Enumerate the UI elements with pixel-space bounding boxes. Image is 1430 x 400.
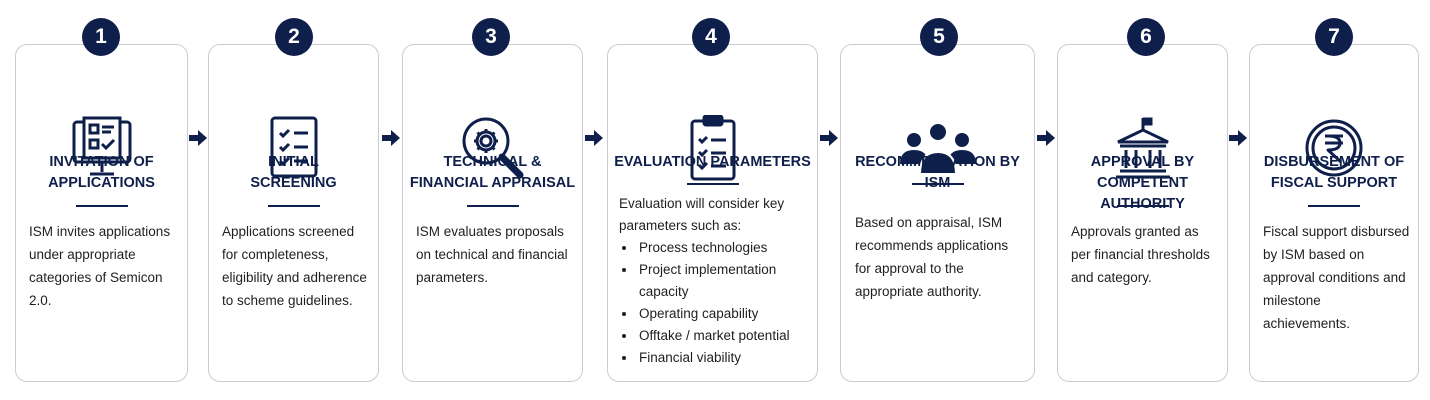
checklist-icon bbox=[209, 113, 378, 183]
divider bbox=[686, 183, 739, 185]
step-description: Applications screened for completeness, … bbox=[222, 224, 367, 308]
step-description: Evaluation will consider key parameters … bbox=[619, 193, 809, 369]
list-item: Process technologies bbox=[637, 237, 809, 259]
monitor-form-icon bbox=[16, 113, 187, 183]
divider bbox=[75, 205, 128, 207]
list-item: Offtake / market potential bbox=[637, 325, 809, 347]
step-description: Based on appraisal, ISM recommends appli… bbox=[855, 215, 1009, 299]
arrow-right-icon bbox=[585, 130, 603, 146]
divider bbox=[911, 183, 964, 185]
divider bbox=[1308, 205, 1360, 207]
arrow-right-icon bbox=[189, 130, 207, 146]
step-number-badge: 3 bbox=[472, 18, 510, 56]
list-item: Operating capability bbox=[637, 303, 809, 325]
clipboard-checklist-icon bbox=[608, 113, 817, 183]
arrow-right-icon bbox=[1229, 130, 1247, 146]
arrow-right-icon bbox=[820, 130, 838, 146]
step-description: Fiscal support disbursed by ISM based on… bbox=[1263, 224, 1410, 331]
arrow-right-icon bbox=[1037, 130, 1055, 146]
step-title: RECOMMENDATION BY ISM bbox=[855, 154, 1020, 191]
step-description: Approvals granted as per financial thres… bbox=[1071, 224, 1210, 285]
step-card-3: TECHNICAL &FINANCIAL APPRAISAL ISM evalu… bbox=[402, 44, 583, 382]
magnifier-gear-icon bbox=[403, 113, 582, 183]
government-building-icon bbox=[1058, 113, 1227, 183]
step-number-badge: 7 bbox=[1315, 18, 1353, 56]
step-description: ISM invites applications under appropria… bbox=[29, 224, 171, 308]
step-card-4: EVALUATION PARAMETERS Evaluation will co… bbox=[607, 44, 818, 382]
step-number-badge: 4 bbox=[692, 18, 730, 56]
parameter-list: Process technologies Project implementat… bbox=[619, 237, 809, 369]
rupee-coin-icon bbox=[1250, 113, 1418, 183]
divider bbox=[466, 205, 519, 207]
step-number-badge: 1 bbox=[82, 18, 120, 56]
people-group-icon bbox=[841, 113, 1034, 183]
step-title: EVALUATION PARAMETERS bbox=[614, 154, 811, 170]
divider bbox=[1116, 205, 1169, 207]
step-number-badge: 2 bbox=[275, 18, 313, 56]
description-intro: Evaluation will consider key parameters … bbox=[619, 196, 785, 233]
step-card-5: RECOMMENDATION BY ISM Based on appraisal… bbox=[840, 44, 1035, 382]
list-item: Financial viability bbox=[637, 347, 809, 369]
list-item: Project implementation capacity bbox=[637, 259, 809, 303]
divider bbox=[267, 205, 320, 207]
step-number-badge: 5 bbox=[920, 18, 958, 56]
step-number-badge: 6 bbox=[1127, 18, 1165, 56]
step-title: TECHNICAL &FINANCIAL APPRAISAL bbox=[409, 154, 576, 191]
step-description: ISM evaluates proposals on technical and… bbox=[416, 224, 568, 285]
arrow-right-icon bbox=[382, 130, 400, 146]
